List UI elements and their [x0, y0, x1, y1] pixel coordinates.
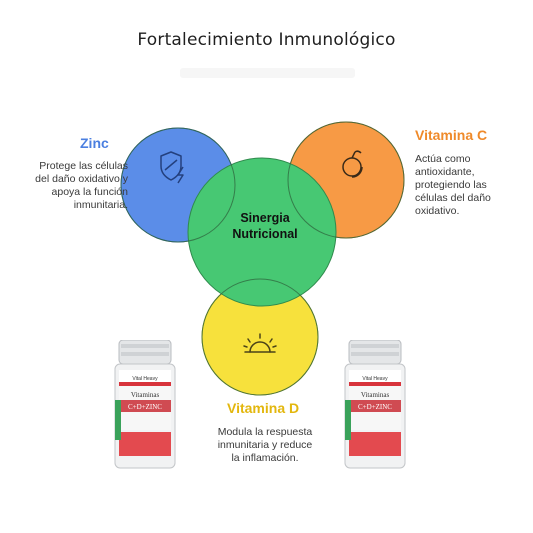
bottle-name-line2: C+D+ZINC: [358, 403, 392, 411]
synergy-label: Sinergia Nutricional: [232, 211, 298, 241]
subtitle-placeholder-bar: [180, 68, 355, 78]
vitamin-c-heading: Vitamina C: [415, 127, 488, 143]
vitamin-c-description: Actúa como antioxidante, protegiendo las…: [415, 153, 491, 217]
bottle-name-line1: Vitaminas: [361, 391, 390, 399]
shield-lightning-icon: [160, 151, 184, 184]
vitamin-d-heading: Vitamina D: [227, 400, 300, 416]
bottle-name-line1: Vitaminas: [131, 391, 160, 399]
bottle-brand: Vital Heavy: [362, 376, 388, 382]
zinc-heading: Zinc: [80, 135, 109, 151]
zinc-description: Protege las células del daño oxidativo y…: [35, 160, 128, 211]
supplement-bottle-left: Vital Heavy Vitaminas C+D+ZINC: [114, 340, 176, 469]
synergy-circle: [187, 157, 337, 307]
orange-slice-icon: [342, 150, 363, 178]
sunrise-icon: [243, 333, 277, 353]
vitamin-d-description: Modula la respuesta inmunitaria y reduce…: [217, 426, 313, 464]
bottle-name-line2: C+D+ZINC: [128, 403, 162, 411]
supplement-bottle-right: Vital Heavy Vitaminas C+D+ZINC: [344, 340, 406, 469]
bottle-brand: Vital Heavy: [132, 376, 158, 382]
page-title: Fortalecimiento Inmunológico: [137, 30, 396, 50]
